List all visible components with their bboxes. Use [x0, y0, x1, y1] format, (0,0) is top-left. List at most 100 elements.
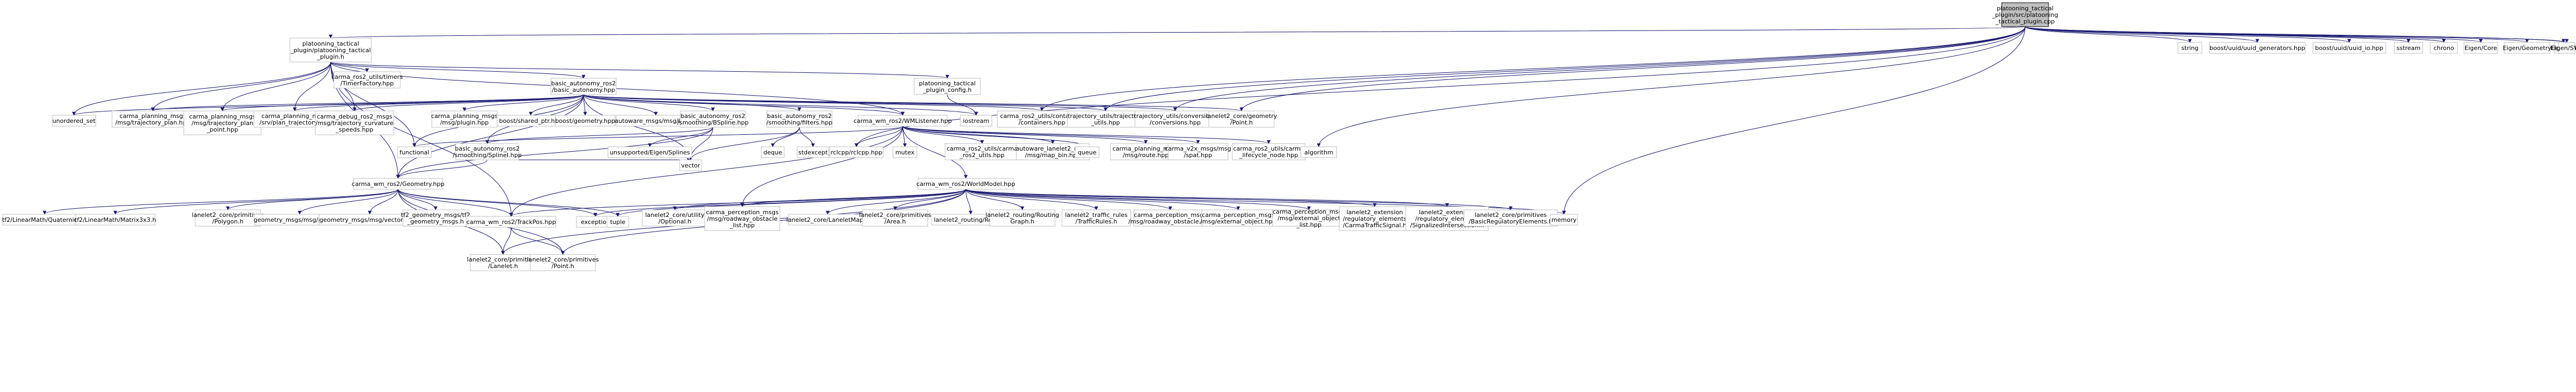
- include-node-traj-plan[interactable]: carma_planning_msgs/msg/trajectory_plan.…: [111, 110, 194, 128]
- include-node-bspline[interactable]: basic_autonomy_ros2/smoothing/BSpline.hp…: [677, 110, 749, 128]
- include-node-point-geom[interactable]: lanelet2_core/geometry/Point.h: [1206, 110, 1277, 128]
- include-node-plugin-hpp[interactable]: platooning_tactical_plugin/platooning_ta…: [289, 38, 372, 63]
- include-node-ext-obj-list[interactable]: carma_perception_msgs/msg/external_objec…: [1272, 208, 1346, 228]
- include-node-rclcpp[interactable]: rclcpp/rclcpp.hpp: [829, 146, 884, 158]
- include-node-chrono[interactable]: chrono: [2430, 42, 2458, 54]
- node-label-line: basic_autonomy_ros2: [767, 113, 832, 120]
- include-node-memory[interactable]: memory: [1550, 214, 1578, 226]
- include-node-trackpos[interactable]: carma_wm_ros2/TrackPos.hpp: [466, 216, 556, 228]
- include-node-eigen-geometry[interactable]: Eigen/Geometry: [2503, 42, 2552, 54]
- node-label-line: lanelet2_core/primitives: [467, 256, 539, 263]
- include-node-point-h[interactable]: lanelet2_core/primitives/Point.h: [527, 254, 599, 271]
- include-edge: [965, 189, 1377, 207]
- include-node-ros2-utils[interactable]: carma_ros2_utils/carma_ros2_utils.hpp: [945, 143, 1020, 160]
- node-label-line: /smoothing/BSpline.hpp: [677, 119, 748, 126]
- node-label-line: trajectory_utils/trajectory: [1067, 113, 1144, 120]
- node-label-line: Eigen/Core: [2465, 45, 2497, 52]
- include-node-queue[interactable]: queue: [1075, 146, 1100, 158]
- include-node-carma-traffic-signal[interactable]: lanelet2_extension/regulatory_elements/C…: [1339, 206, 1411, 231]
- node-box: [353, 178, 443, 190]
- include-node-plugin-config[interactable]: platooning_tactical_plugin_config.h: [914, 78, 981, 95]
- include-edge: [396, 127, 713, 179]
- include-node-functional[interactable]: functional: [397, 146, 432, 158]
- include-node-ext-obj[interactable]: carma_perception_msgs/msg/external_objec…: [1200, 209, 1276, 227]
- include-node-spline[interactable]: basic_autonomy_ros2/smoothing/SplineI.hp…: [452, 143, 522, 160]
- include-node-stdexcept[interactable]: stdexcept: [797, 146, 829, 158]
- include-node-conversions[interactable]: trajectory_utils/conversions/conversions…: [1134, 110, 1216, 128]
- include-node-eigen-svd[interactable]: Eigen/SVD: [2551, 42, 2576, 54]
- include-node-geometry-hpp[interactable]: carma_wm_ros2/Geometry.hpp: [352, 178, 444, 190]
- include-edge: [1040, 26, 2026, 111]
- include-edge: [485, 127, 713, 144]
- node-box: [52, 115, 96, 127]
- include-node-basic-reg[interactable]: lanelet2_core/primitives/BasicRegulatory…: [1463, 209, 1558, 227]
- include-node-unordered-set[interactable]: unordered_set: [52, 115, 96, 127]
- include-node-uuid-io[interactable]: boost/uuid/uuid_io.hpp: [2312, 42, 2386, 54]
- node-label-line: boost/shared_ptr.hpp: [499, 117, 562, 125]
- node-label-line: carma_planning_msgs: [189, 113, 256, 120]
- include-node-eigen-core[interactable]: Eigen/Core: [2463, 42, 2498, 54]
- include-node-traj-plan-point[interactable]: carma_planning_msgs/msg/trajectory_plan_…: [183, 110, 262, 135]
- include-node-lifecycle[interactable]: carma_ros2_utils/carma_lifecycle_node.hp…: [1232, 143, 1306, 160]
- node-label-line: /CarmaTrafficSignal.h: [1343, 222, 1406, 229]
- node-label-line: trajectory_utils/conversions: [1134, 113, 1216, 120]
- include-node-optional[interactable]: lanelet2_core/utility/Optional.h: [642, 209, 708, 227]
- include-node-autoware-lane[interactable]: autoware_msgs/msg/lane.h: [614, 115, 697, 127]
- include-node-area[interactable]: lanelet2_core/primitives/Area.h: [859, 209, 932, 227]
- include-node-vector3[interactable]: geometry_msgs/msg/vector3.hpp: [319, 214, 421, 226]
- include-node-basic-autonomy[interactable]: basic_autonomy_ros2/basic_autonomy.hpp: [550, 78, 617, 95]
- include-node-timer-factory[interactable]: carma_ros2_utils/timers/TimerFactory.hpp: [331, 71, 403, 89]
- include-node-algorithm[interactable]: algorithm: [1300, 146, 1337, 158]
- include-node-lanelet-map[interactable]: lanelet2_core/LaneletMap.h: [786, 214, 869, 226]
- node-box: [766, 110, 833, 128]
- node-box: [892, 146, 917, 158]
- node-box: [989, 209, 1056, 227]
- include-node-worldmodel[interactable]: carma_wm_ros2/WorldModel.hpp: [916, 178, 1015, 190]
- include-node-tf2-geom[interactable]: tf2_geometry_msgs/tf2_geometry_msgs.h: [401, 209, 470, 227]
- node-label-line: /Area.h: [884, 218, 906, 225]
- include-node-mutex[interactable]: mutex: [892, 146, 917, 158]
- node-box: [761, 146, 785, 158]
- node-label-line: /msg/trajectory_plan: [191, 120, 253, 127]
- include-node-roadway-obs[interactable]: carma_perception_msgs/msg/roadway_obstac…: [1128, 209, 1212, 227]
- include-edge: [368, 189, 399, 215]
- include-node-deque[interactable]: deque: [761, 146, 785, 158]
- include-node-tuple[interactable]: tuple: [606, 216, 629, 228]
- include-node-polygon[interactable]: lanelet2_core/primitives/Polygon.h: [192, 209, 264, 227]
- include-node-boost-geometry[interactable]: boost/geometry.hpp: [555, 115, 616, 127]
- include-node-wml[interactable]: carma_wm_ros2/WMListener.hpp: [854, 115, 952, 127]
- node-box: [1232, 143, 1306, 160]
- include-node-traj-curv-speeds[interactable]: carma_debug_ros2_msgs/msg/trajectory_cur…: [315, 110, 394, 135]
- node-box: [1133, 209, 1207, 227]
- include-node-spat[interactable]: carma_v2x_msgs/msg/spat.hpp: [1165, 143, 1231, 160]
- include-edge: [396, 94, 584, 179]
- include-node-string[interactable]: string: [2177, 42, 2202, 54]
- include-node-shared-ptr[interactable]: boost/shared_ptr.hpp: [496, 115, 565, 127]
- include-node-uuid-gen[interactable]: boost/uuid/uuid_generators.hpp: [2209, 42, 2306, 54]
- include-node-traj-utils[interactable]: trajectory_utils/trajectory_utils.hpp: [1067, 110, 1144, 128]
- include-node-roadway-obs-list[interactable]: carma_perception_msgs/msg/roadway_obstac…: [704, 206, 780, 231]
- include-edge: [902, 126, 1200, 144]
- node-label-line: /msg/roadway_obstacle: [707, 215, 778, 222]
- include-node-traffic-rules[interactable]: lanelet2_traffic_rules/TrafficRules.h: [1062, 209, 1131, 227]
- include-edge: [462, 94, 584, 111]
- include-edge: [965, 189, 1098, 210]
- include-node-eigen-splines[interactable]: unsupported/Eigen/Splines: [607, 146, 692, 158]
- node-label-line: mutex: [895, 149, 915, 156]
- node-label-line: lanelet2_core/utility: [645, 211, 705, 219]
- include-node-msg-plugin[interactable]: carma_planning_msgs/msg/plugin.hpp: [431, 110, 498, 128]
- node-label-line: platooning_tactical: [1997, 5, 2053, 12]
- include-node-exception[interactable]: exception: [576, 216, 615, 228]
- include-node-vector[interactable]: vector: [679, 159, 702, 171]
- include-node-quaternion[interactable]: tf2/LinearMath/Quaternion.h: [2, 214, 87, 226]
- include-node-matrix3x3[interactable]: tf2/LinearMath/Matrix3x3.h: [75, 214, 156, 226]
- include-edge: [740, 126, 903, 207]
- node-label-line: carma_perception_msgs: [706, 209, 779, 216]
- include-edge: [293, 94, 584, 111]
- include-node-iostream[interactable]: iostream: [960, 115, 992, 127]
- include-node-lanelet-h[interactable]: lanelet2_core/primitives/Lanelet.h: [467, 254, 539, 271]
- include-node-filters[interactable]: basic_autonomy_ros2/smoothing/filters.hp…: [766, 110, 833, 128]
- include-node-route[interactable]: carma_planning_msgs/msg/route.hpp: [1110, 143, 1182, 160]
- include-node-sstream[interactable]: sstream: [2394, 42, 2423, 54]
